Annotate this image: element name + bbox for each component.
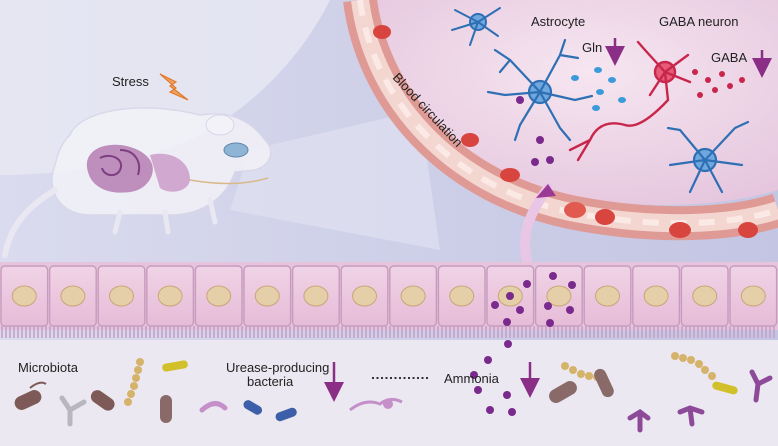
y-shaped-bacterium [749,369,773,403]
brain-region: Blood circulation [343,0,778,241]
red-blood-cell [500,168,520,182]
rod-bacterium [160,395,172,423]
microbiota-group [14,352,773,433]
cell-nucleus [546,285,572,307]
coccus-chain [124,358,144,406]
gaba-label: GABA [711,50,747,65]
gaba-neuron-label: GABA neuron [659,14,739,29]
gaba-molecules [692,69,745,98]
mouse-illustration [2,107,272,258]
cell-nucleus [449,285,475,307]
astrocyte-label: Astrocyte [531,14,585,29]
yellow-rod-bacterium [162,360,188,372]
y-shaped-bacterium [677,405,705,427]
spiral-bacterium [349,397,403,412]
cell-nucleus [740,285,766,307]
cell-nucleus [400,285,426,307]
cell-nucleus [254,285,280,307]
lightning-icon [159,73,189,101]
cell-nucleus [109,285,134,307]
microbiota-label: Microbiota [18,360,79,375]
mouse-tail [2,187,58,258]
brain-ammonia-dots [516,96,554,166]
urease-label-line1: Urease-producing [226,360,329,375]
rod-bacterium [14,390,42,410]
intestinal-epithelium [0,262,778,338]
mouse-brain [223,142,249,158]
red-blood-cell [738,222,758,238]
gut-lumen [0,340,778,446]
red-blood-cell [595,209,615,225]
coccus-chain [561,362,601,381]
rod-bacterium [90,390,115,411]
red-blood-cells [373,25,758,238]
spiral-bacterium-head [383,399,393,409]
yellow-rod-bacterium [712,381,738,395]
vagus-nerve [189,177,269,185]
cell-nucleus [643,285,669,307]
cell-nucleus [303,285,329,307]
red-blood-cell [564,202,586,218]
cell-nucleus [157,285,183,307]
y-shaped-bacterium [627,408,651,433]
mouse-ear [205,114,235,136]
cell-nucleus [352,285,377,307]
cell-nucleus [692,285,718,307]
cell-nucleus [11,285,37,307]
coccus-chain [671,352,716,380]
astrocyte-cell [451,7,501,46]
projection-beam [230,110,440,250]
gln-label: Gln [582,40,602,55]
astrocyte-cell [666,120,750,194]
stress-label: Stress [112,74,149,89]
mouse-gut [86,144,190,193]
y-shaped-bacterium [59,395,87,427]
curved-bacterium [199,401,228,413]
mouse-legs [112,197,218,235]
urease-label-line2: bacteria [247,374,294,389]
ammonia-transport-arrowhead [536,184,556,198]
cell-nucleus [595,285,620,307]
gln-molecules [571,67,626,111]
ammonia-label: Ammonia [444,371,500,386]
blood-vessel-lumen [351,0,778,233]
gaba-neuron-cell [568,40,692,162]
astrocyte-cell [486,38,594,142]
blue-bacterium [243,400,263,415]
cell-nucleus [60,285,86,307]
red-blood-cell [461,133,479,147]
cell-nucleus [206,285,232,307]
blue-bacterium [275,407,297,422]
red-blood-cell [669,222,691,238]
rod-bacterium [549,381,577,403]
ammonia-molecules [470,272,576,416]
red-blood-cell [373,25,391,39]
rod-bacterium [594,368,614,398]
bacterium-flagellum [29,381,47,389]
